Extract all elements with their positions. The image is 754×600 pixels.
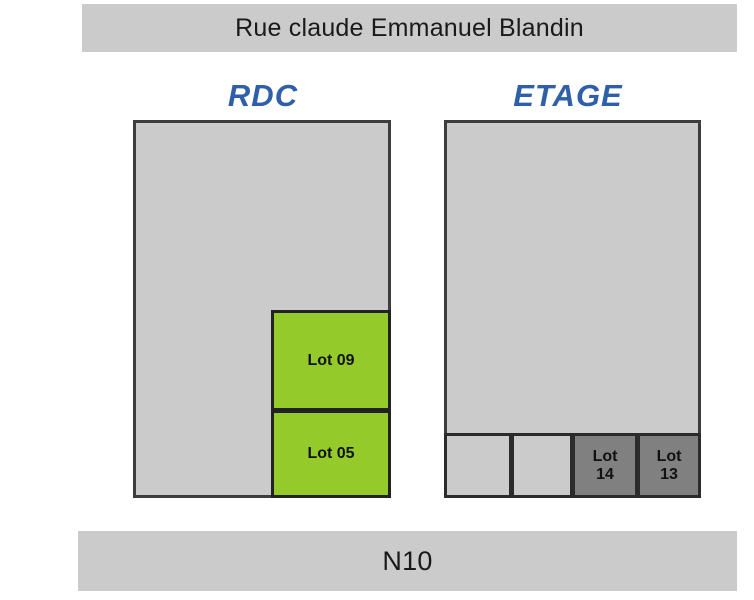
lot-13-label: Lot 13 <box>657 448 682 483</box>
lot-14-cell[interactable]: Lot 14 <box>572 433 638 498</box>
etage-empty-cell-1[interactable] <box>444 433 512 498</box>
lot-14-label-line2: 14 <box>596 465 614 483</box>
section-title-rdc: RDC <box>227 78 299 113</box>
etage-empty-cell-2[interactable] <box>511 433 573 498</box>
lot-13-label-line2: 13 <box>660 465 678 483</box>
lot-09-cell[interactable]: Lot 09 <box>271 310 391 411</box>
lot-13-label-line1: Lot <box>656 448 682 466</box>
lot-09-label: Lot 09 <box>307 351 355 369</box>
lot-05-label: Lot 05 <box>307 445 355 463</box>
street-banner-top: Rue claude Emmanuel Blandin <box>82 4 737 52</box>
lot-05-cell[interactable]: Lot 05 <box>271 410 391 498</box>
street-banner-bottom: N10 <box>78 531 737 591</box>
lot-14-label: Lot 14 <box>593 448 618 483</box>
street-name-bottom: N10 <box>382 545 433 576</box>
section-title-etage: ETAGE <box>513 78 623 113</box>
lot-14-label-line1: Lot <box>592 448 618 466</box>
street-name-top: Rue claude Emmanuel Blandin <box>235 13 584 42</box>
lot-13-cell[interactable]: Lot 13 <box>637 433 701 498</box>
